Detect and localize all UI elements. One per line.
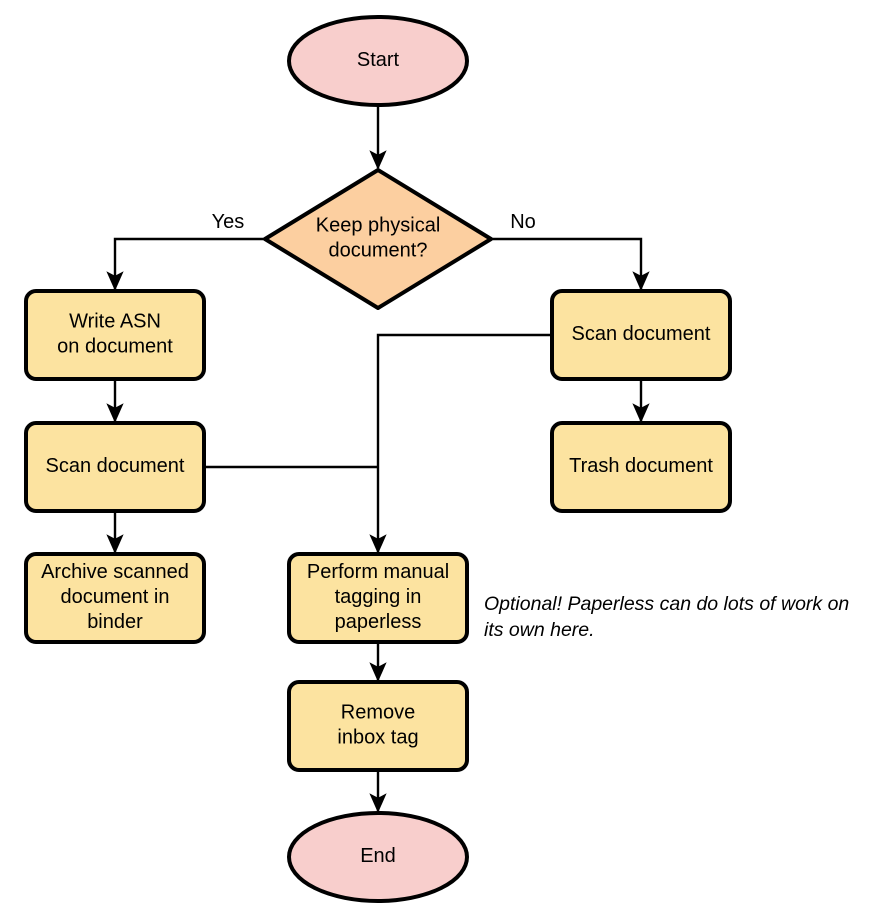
notes-layer: Optional! Paperless can do lots of work …	[484, 593, 849, 641]
node-shape-rect	[287, 552, 469, 644]
node-scan-document-right[interactable]: Scan document	[550, 289, 732, 381]
node-shape-rect	[24, 552, 206, 644]
node-shape-rect	[550, 289, 732, 381]
edge-label-decision-no-to-scan-right: No	[510, 211, 536, 233]
node-shape-rect	[287, 680, 469, 772]
edge-label-decision-yes-to-write-asn: Yes	[212, 211, 245, 233]
node-shape-ellipse	[287, 811, 469, 903]
node-label-scan-document-left: Scan document	[46, 455, 185, 477]
node-shape-diamond	[263, 168, 493, 310]
node-start[interactable]: Start	[287, 15, 469, 107]
edges-layer	[106, 105, 650, 813]
edge-scan-right-to-manual-tagging	[369, 333, 552, 554]
node-shape-rect	[550, 421, 732, 513]
node-label-end: End	[360, 845, 396, 867]
edge-decision-no-to-scan-right	[491, 237, 650, 291]
edge-labels-layer: Yes No	[212, 211, 536, 233]
node-end[interactable]: End	[287, 811, 469, 903]
node-shape-rect	[24, 421, 206, 513]
node-label-trash-document: Trash document	[569, 455, 713, 477]
node-shape-rect	[24, 289, 206, 381]
node-scan-document-left[interactable]: Scan document	[24, 421, 206, 513]
node-label-start: Start	[357, 49, 400, 71]
node-label-scan-document-right: Scan document	[572, 323, 711, 345]
node-trash-document[interactable]: Trash document	[550, 421, 732, 513]
edge-decision-yes-to-write-asn	[106, 237, 265, 291]
note-optional-note: Optional! Paperless can do lots of work …	[484, 593, 849, 641]
node-shape-ellipse	[287, 15, 469, 107]
